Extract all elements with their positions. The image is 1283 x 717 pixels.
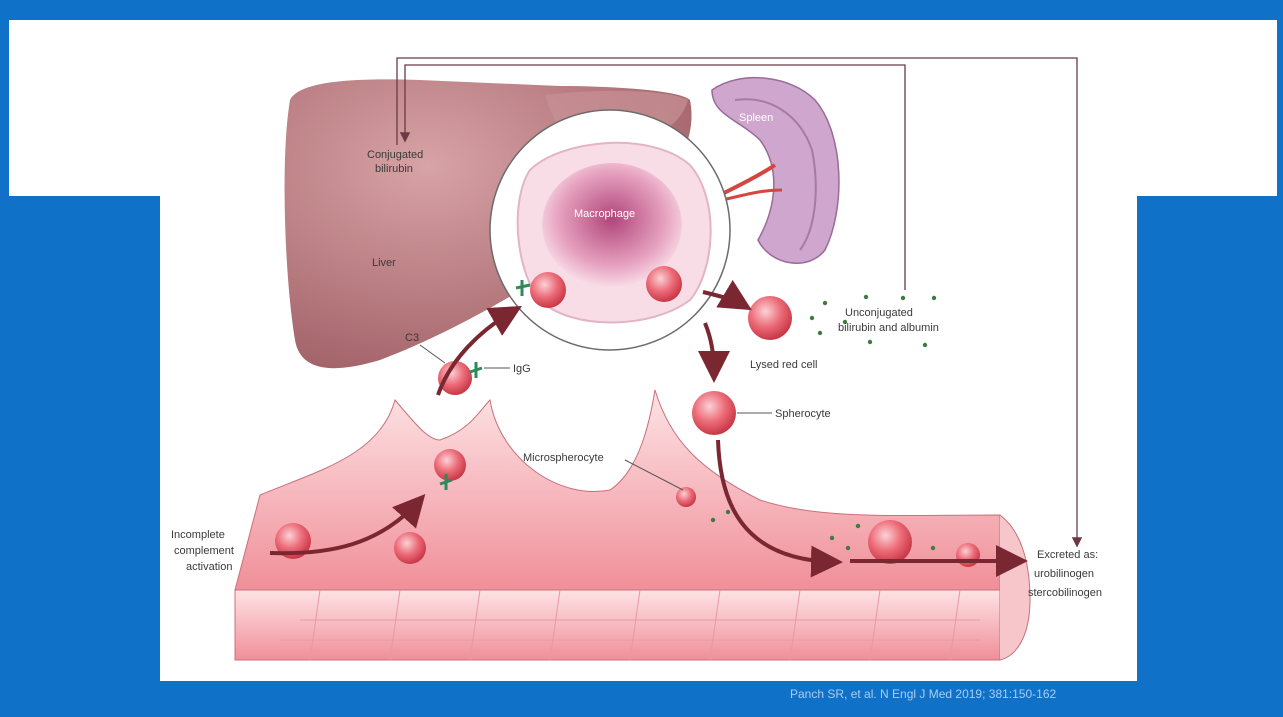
label-spherocyte: Spherocyte <box>775 408 831 420</box>
macrophage-cell <box>490 110 730 350</box>
blood-vessel <box>235 390 1030 660</box>
label-conjugated-bilirubin-2: bilirubin <box>375 163 413 175</box>
label-incomplete-2: complement <box>174 545 234 557</box>
label-c3: C3 <box>405 332 419 344</box>
label-excreted-1: Excreted as: <box>1037 549 1098 561</box>
label-excreted-3: stercobilinogen <box>1028 587 1102 599</box>
label-liver: Liver <box>372 257 396 269</box>
label-lysed-red-cell: Lysed red cell <box>750 359 817 371</box>
label-unconjugated-2: bilirubin and albumin <box>838 322 939 334</box>
label-macrophage: Macrophage <box>574 208 635 220</box>
label-incomplete-3: activation <box>186 561 232 573</box>
label-excreted-2: urobilinogen <box>1034 568 1094 580</box>
citation-text: Panch SR, et al. N Engl J Med 2019; 381:… <box>790 687 1056 701</box>
label-unconjugated-1: Unconjugated <box>845 307 913 319</box>
spleen-organ <box>712 78 839 264</box>
label-microspherocyte: Microspherocyte <box>523 452 604 464</box>
label-spleen: Spleen <box>739 112 773 124</box>
label-igg: IgG <box>513 363 531 375</box>
label-conjugated-bilirubin-1: Conjugated <box>367 149 423 161</box>
label-incomplete-1: Incomplete <box>171 529 225 541</box>
